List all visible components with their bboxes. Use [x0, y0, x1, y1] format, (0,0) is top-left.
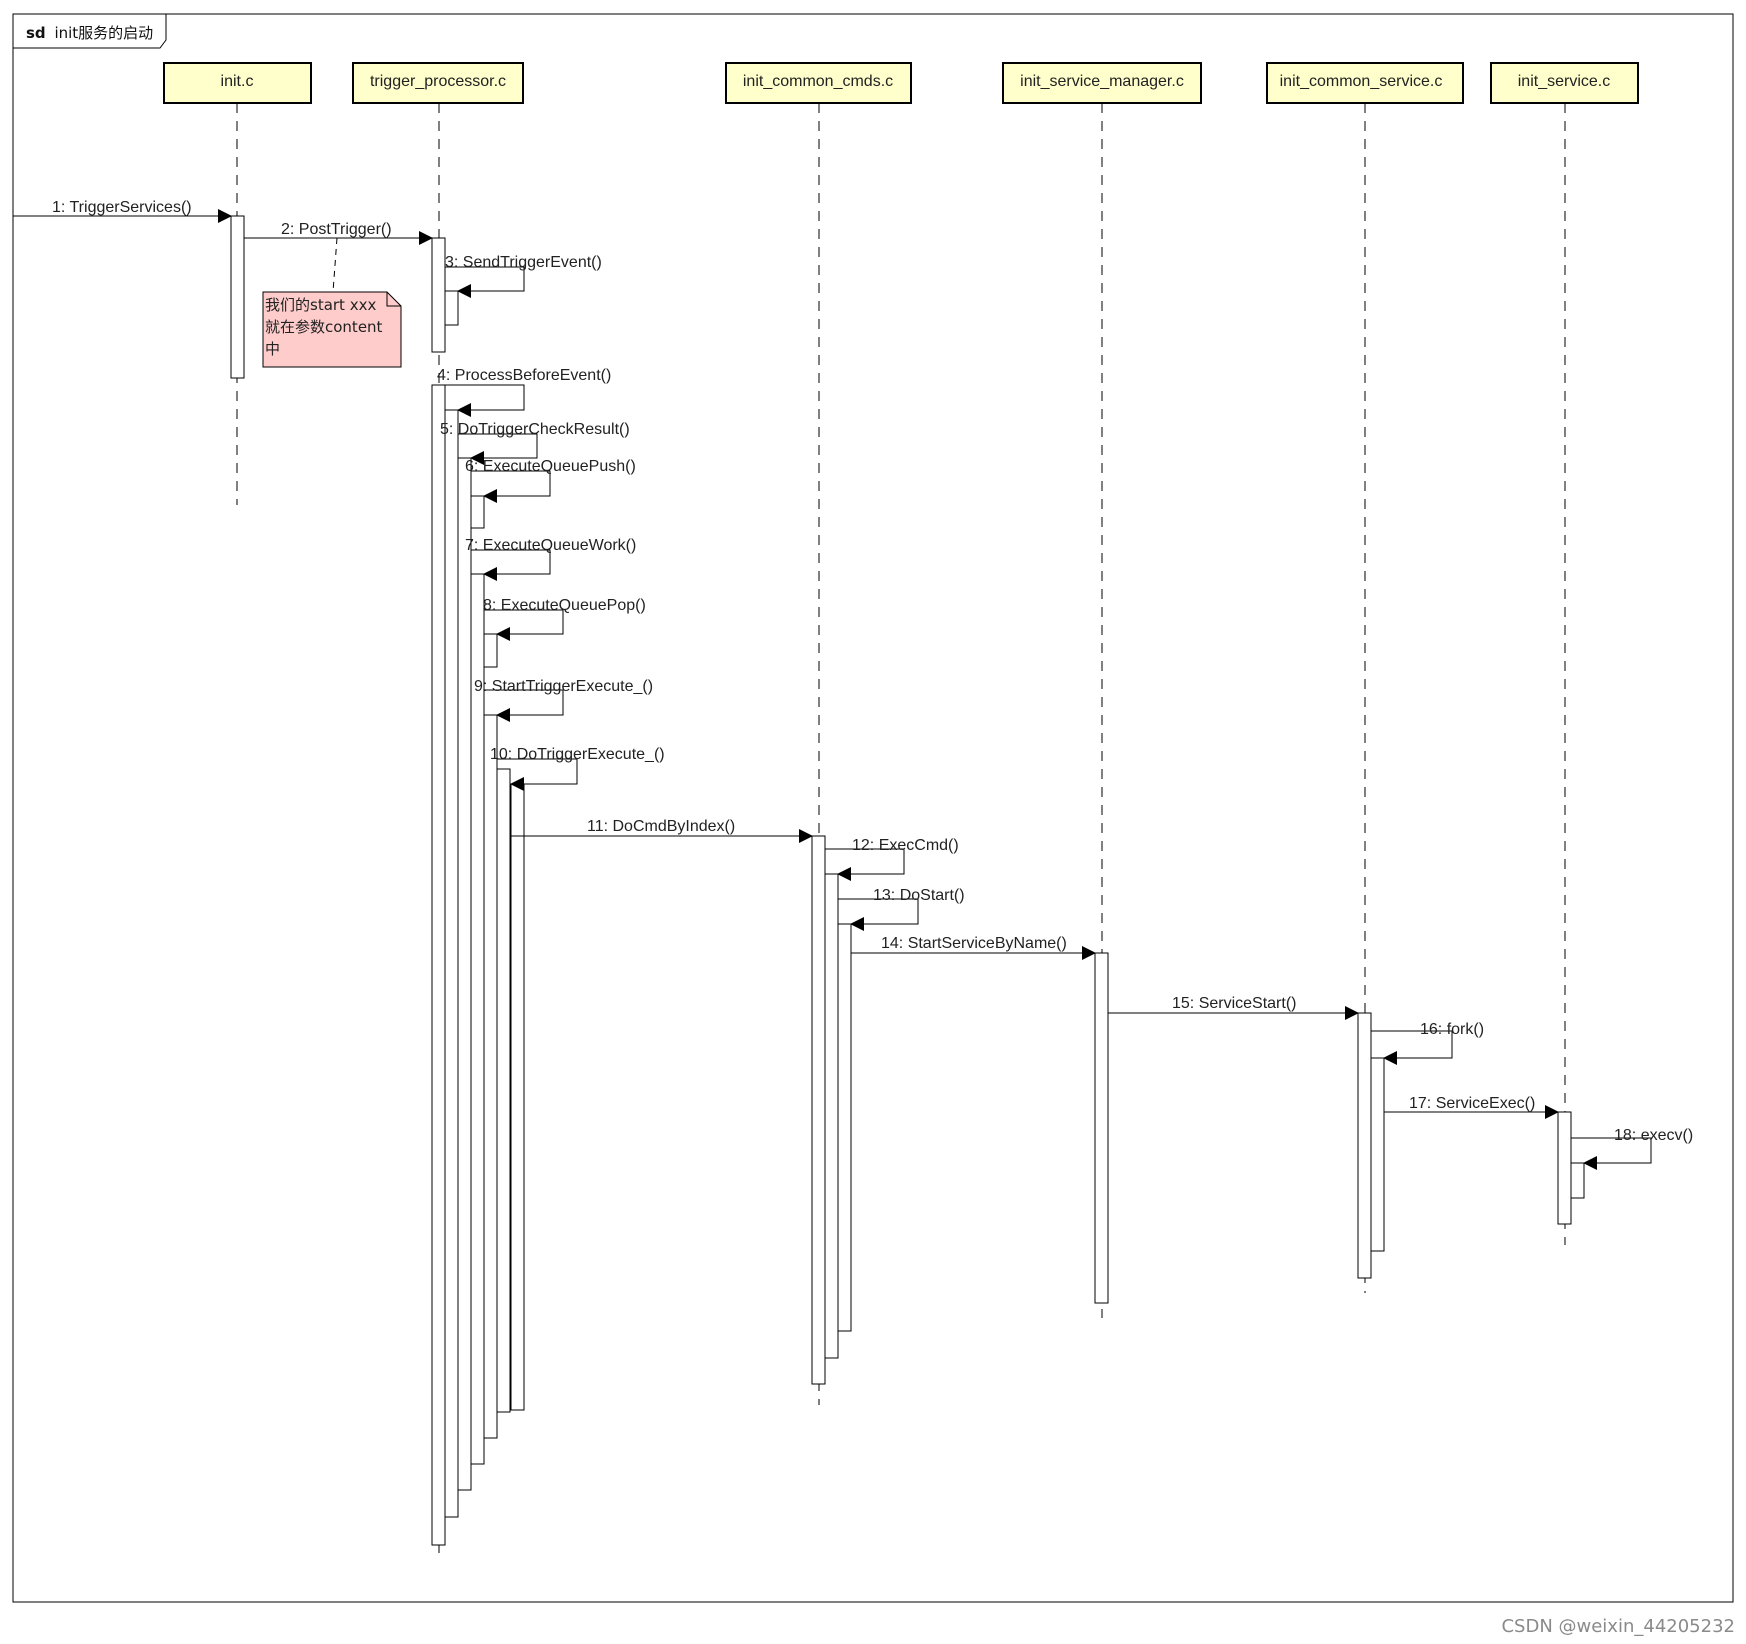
participant-mgr[interactable]: init_service_manager.c [1002, 62, 1202, 104]
activations [230, 215, 1585, 1546]
message-label-13: 13: DoStart() [873, 887, 965, 904]
message-label-16: 16: fork() [1420, 1021, 1484, 1038]
participant-label: init_service.c [1518, 73, 1610, 90]
activation-trig-6b [470, 495, 485, 529]
activation-trig-5 [444, 409, 459, 1518]
frame-label: sd init服务的启动 [26, 24, 153, 42]
message-arrow-9 [484, 689, 564, 722]
activation-trig-10b [510, 783, 525, 1411]
message-arrow-5 [458, 433, 538, 465]
watermark: CSDN @weixin_44205232 [1501, 1616, 1735, 1637]
participant-label: init_common_cmds.c [743, 73, 893, 90]
participant-label: init_common_service.c [1280, 73, 1443, 90]
participant-trig[interactable]: trigger_processor.c [352, 62, 524, 104]
activation-trig-9 [483, 714, 498, 1439]
participant-cmds[interactable]: init_common_cmds.c [725, 62, 912, 104]
message-label-1: 1: TriggerServices() [52, 199, 192, 216]
participant-init[interactable]: init.c [163, 62, 312, 104]
message-arrow-13 [838, 898, 919, 931]
messages [13, 209, 1652, 1170]
activation-cmds-13 [837, 923, 852, 1332]
message-label-14: 14: StartServiceByName() [881, 935, 1067, 952]
message-label-5: 5: DoTriggerCheckResult() [440, 421, 630, 438]
message-arrow-7 [471, 549, 551, 581]
message-arrow-16 [1371, 1030, 1453, 1065]
note-line: 就在参数content [265, 318, 383, 336]
message-label-9: 9: StartTriggerExecute_() [474, 678, 653, 695]
message-arrow-4 [439, 384, 525, 417]
message-arrow-8 [484, 609, 564, 641]
activation-svc-execv [1570, 1162, 1585, 1199]
message-label-18: 18: execv() [1614, 1127, 1693, 1144]
message-arrow-18 [1571, 1137, 1652, 1170]
activation-init [230, 215, 245, 379]
message-label-4: 4: ProcessBeforeEvent() [437, 367, 611, 384]
activation-mgr [1094, 952, 1109, 1304]
message-label-15: 15: ServiceStart() [1172, 995, 1296, 1012]
frame-tab [13, 14, 167, 49]
participant-svc[interactable]: init_service.c [1490, 62, 1639, 104]
participants: init.c trigger_processor.c init_common_c… [163, 62, 1639, 104]
frame-title: init服务的启动 [54, 24, 153, 42]
message-label-17: 17: ServiceExec() [1409, 1095, 1535, 1112]
participant-label: init.c [221, 73, 254, 90]
activation-trig-6 [457, 457, 472, 1491]
message-label-8: 8: ExecuteQueuePop() [483, 597, 646, 614]
activation-trig-10 [496, 768, 511, 1413]
message-label-2: 2: PostTrigger() [281, 221, 392, 238]
message-label-10: 10: DoTriggerExecute_() [490, 746, 665, 763]
message-arrow-10 [497, 758, 578, 791]
activation-trig-4 [431, 384, 446, 1546]
note-line: 我们的start xxx [265, 296, 376, 314]
message-label-3: 3: SendTriggerEvent() [445, 254, 602, 271]
message-arrow-3 [445, 266, 525, 298]
participant-csvc[interactable]: init_common_service.c [1266, 62, 1464, 104]
activation-trig-8 [483, 633, 498, 668]
activation-trig-3 [444, 290, 459, 326]
message-label-6: 6: ExecuteQueuePush() [465, 458, 636, 475]
activation-csvc-fork [1370, 1057, 1385, 1252]
message-label-12: 12: ExecCmd() [852, 837, 959, 854]
participant-label: trigger_processor.c [370, 73, 506, 90]
frame-keyword: sd [26, 24, 46, 42]
activation-trig-2 [431, 237, 446, 353]
activation-cmds-12 [824, 873, 839, 1359]
activation-cmds-11 [811, 835, 826, 1385]
activation-svc [1557, 1111, 1572, 1225]
message-arrow-6 [471, 470, 551, 503]
note: 我们的start xxx 就在参数content 中 [262, 237, 402, 368]
diagram-frame [12, 13, 1734, 1603]
message-labels: 1: TriggerServices() 2: PostTrigger() 3:… [52, 199, 1693, 1144]
message-label-7: 7: ExecuteQueueWork() [465, 537, 636, 554]
activation-csvc [1357, 1012, 1372, 1279]
activation-trig-7 [470, 573, 485, 1465]
message-arrow-12 [825, 848, 905, 881]
note-text: 我们的start xxx 就在参数content 中 [265, 296, 387, 358]
note-line: 中 [265, 340, 280, 358]
participant-label: init_service_manager.c [1020, 73, 1184, 90]
message-label-11: 11: DoCmdByIndex() [587, 818, 735, 835]
